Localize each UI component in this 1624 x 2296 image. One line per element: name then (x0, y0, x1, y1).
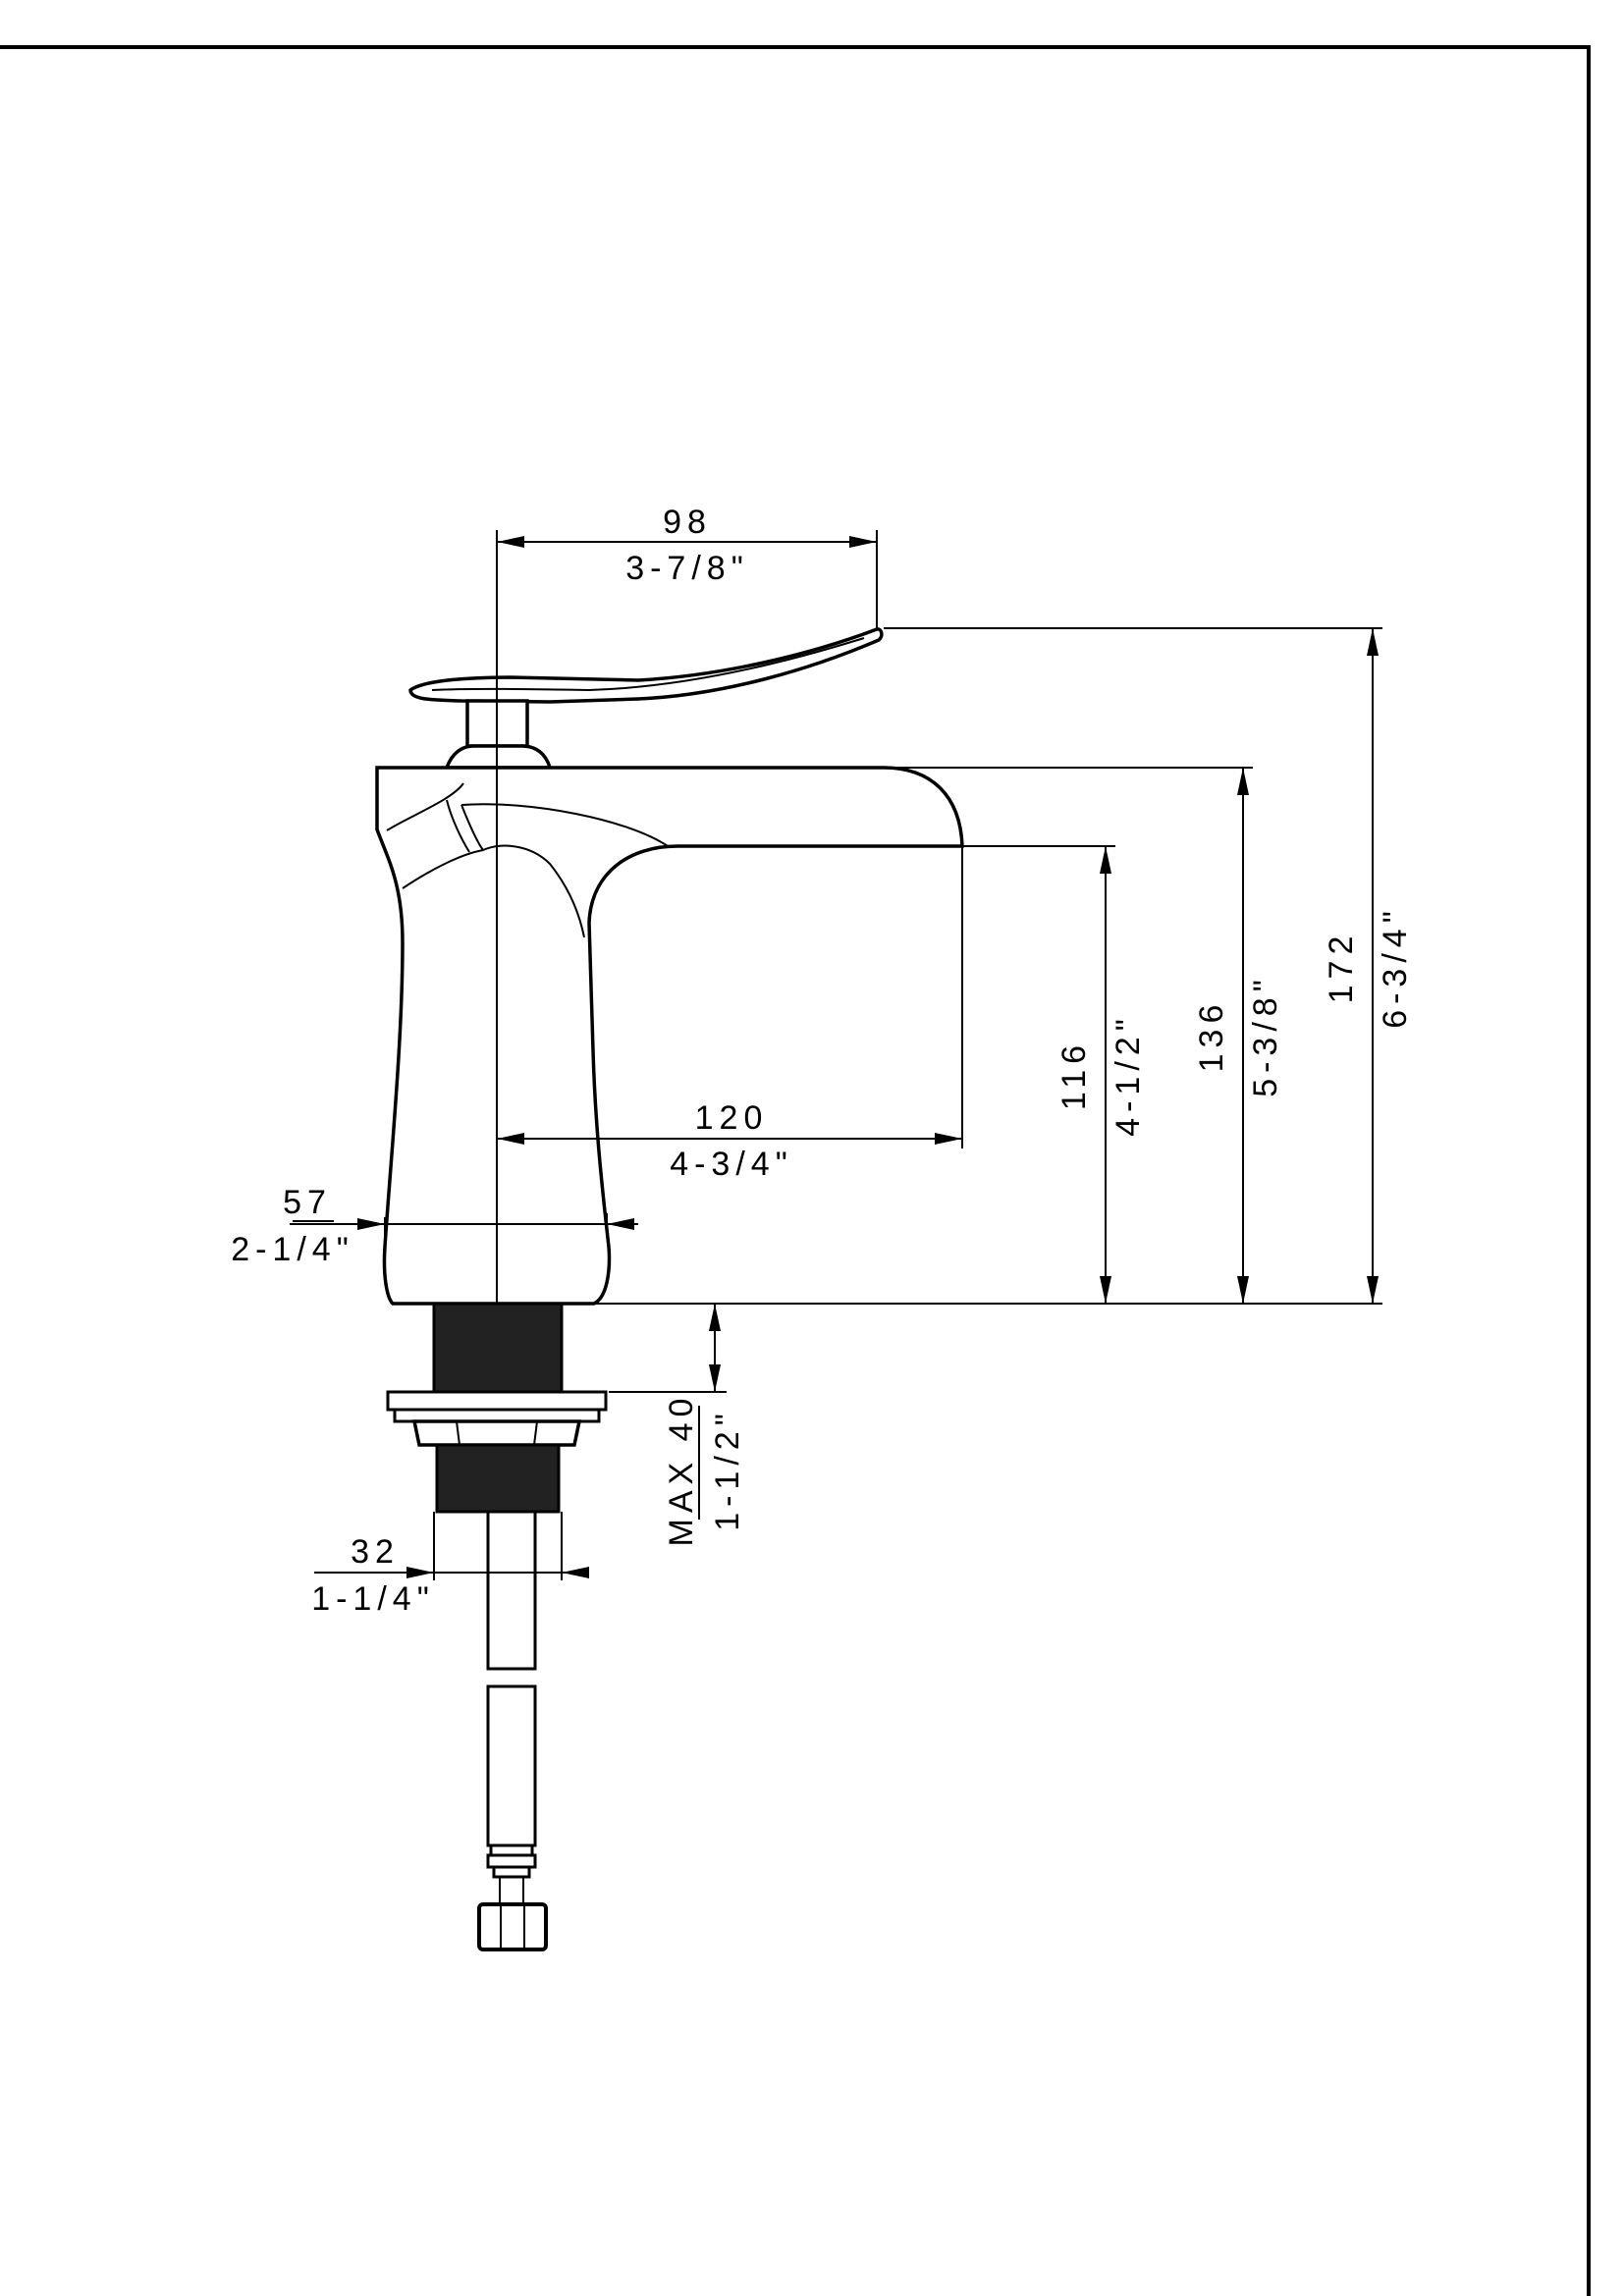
dim-120-inch: 4-3/4" (670, 1146, 793, 1183)
lower-thread (435, 1443, 561, 1514)
dim-max40-inch: 1-1/2" (709, 1408, 746, 1531)
dim-120-mm: 120 (695, 1099, 769, 1137)
dimension-labels: 98 3-7/8" 120 4-3/4" 57 2-1/4" 32 1-1/4"… (231, 504, 1414, 1618)
dim-116-mm: 116 (1056, 1040, 1093, 1110)
dim-98-mm: 98 (663, 504, 712, 541)
dim-136-mm: 136 (1193, 999, 1230, 1073)
dim-57-inch: 2-1/4" (231, 1231, 354, 1268)
dim-98-inch: 3-7/8" (625, 550, 749, 587)
dim-172-mm: 172 (1323, 931, 1360, 1004)
mounting-hardware (386, 1302, 608, 1951)
dim-max40-mm: MAX 40 (663, 1393, 700, 1547)
washer-plate (386, 1390, 608, 1412)
upper-thread (432, 1302, 564, 1394)
dim-57-mm: 57 (283, 1184, 332, 1221)
dim-172-inch: 6-3/4" (1377, 905, 1414, 1029)
dim-116-inch: 4-1/2" (1110, 1013, 1147, 1137)
supply-hose-upper (486, 1510, 537, 1671)
sheet-border (0, 45, 1591, 2296)
dim-136-inch: 5-3/8" (1247, 974, 1284, 1097)
dimension-lines (290, 530, 1382, 1580)
faucet-outline (375, 627, 964, 1306)
dim-32-mm: 32 (351, 1533, 400, 1571)
hose-fitting (477, 1902, 548, 1951)
mounting-nut (411, 1419, 582, 1447)
supply-hose-lower (486, 1684, 537, 1847)
handle-lever (408, 627, 884, 704)
dim-32-inch: 1-1/4" (311, 1580, 435, 1618)
faucet-body (375, 766, 964, 1306)
